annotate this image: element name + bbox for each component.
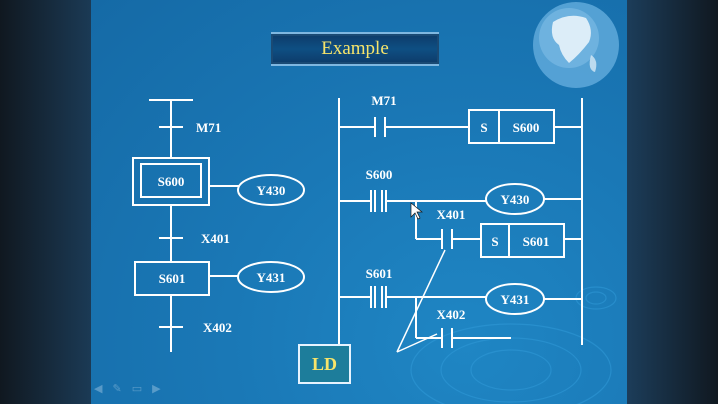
ladder-label-x402: X402 — [437, 307, 466, 322]
sfc-label-s601: S601 — [159, 271, 186, 286]
ld-pointer-2 — [396, 333, 438, 353]
back-icon[interactable]: ◀ — [94, 382, 103, 395]
coil-label-y430: Y430 — [501, 192, 530, 207]
right-margin — [627, 0, 718, 404]
sfc-label-x402: X402 — [203, 320, 232, 335]
sfc-output-y431 — [237, 261, 305, 293]
slide: Example — [91, 0, 627, 404]
mouse-cursor-icon — [410, 202, 423, 220]
ladder-label-s600: S600 — [366, 167, 393, 182]
forward-icon[interactable]: ▶ — [152, 382, 161, 395]
sfc-output-y430 — [237, 174, 305, 206]
diagram-canvas: M71 S600 Y430 X401 S601 Y431 X402 — [132, 2, 619, 404]
sfc-label-y431: Y431 — [257, 270, 286, 285]
ld-pointer-1 — [396, 249, 446, 353]
coil-label-y431: Y431 — [501, 292, 530, 307]
slide-nav[interactable]: ◀ ✎ ▭ ▶ — [94, 382, 161, 395]
title-banner: Example — [271, 32, 439, 66]
sfc-label-s600: S600 — [158, 174, 185, 189]
set-label-s-2: S — [491, 234, 498, 249]
left-margin — [0, 0, 91, 404]
ladder-label-s601: S601 — [366, 266, 393, 281]
globe-icon — [533, 2, 619, 88]
ladder-label-x401: X401 — [437, 207, 466, 222]
slide-title: Example — [321, 38, 389, 59]
ladder-label-m71: M71 — [371, 93, 396, 108]
set-label-s-1: S — [480, 120, 487, 135]
sfc-label-y430: Y430 — [257, 183, 286, 198]
set-block-s601 — [508, 223, 565, 258]
sfc-label-m71: M71 — [196, 120, 221, 135]
ld-label: LD — [311, 353, 337, 374]
sfc-label-x401: X401 — [201, 231, 230, 246]
sfc-step-s600-inner — [140, 163, 202, 198]
ld-callout: LD — [298, 344, 351, 384]
set-label-s601: S601 — [523, 234, 550, 249]
pen-icon[interactable]: ✎ — [112, 382, 122, 395]
screen-icon[interactable]: ▭ — [131, 382, 143, 395]
set-label-s600: S600 — [513, 120, 540, 135]
